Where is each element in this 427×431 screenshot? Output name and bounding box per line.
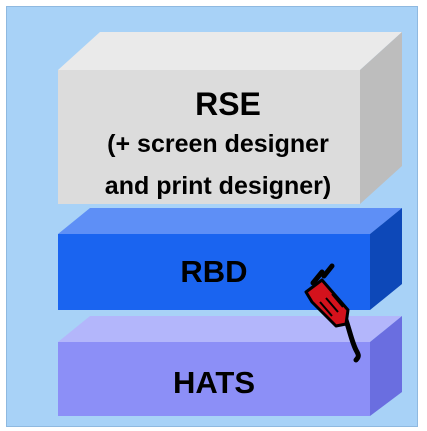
rse-block-side-face <box>360 32 402 204</box>
rse-block-top-face <box>58 32 402 70</box>
rse-block-front-face <box>58 70 360 204</box>
hats-block-front-face <box>58 342 370 416</box>
hats-block <box>58 316 402 416</box>
rse-subtitle-line2: and print designer) <box>104 172 332 200</box>
rbd-block-top-face <box>58 208 402 234</box>
rbd-title: RBD <box>180 254 248 289</box>
rse-subtitle-line1: (+ screen designer <box>107 130 329 158</box>
rse-block <box>58 32 402 204</box>
rbd-block <box>58 208 402 310</box>
rse-title: RSE <box>195 86 261 122</box>
hats-title: HATS <box>172 365 256 400</box>
power-plug-icon <box>304 263 361 363</box>
rbd-block-side-face <box>370 208 402 310</box>
hats-block-top-face <box>58 316 402 342</box>
hats-block-side-face <box>370 316 402 416</box>
